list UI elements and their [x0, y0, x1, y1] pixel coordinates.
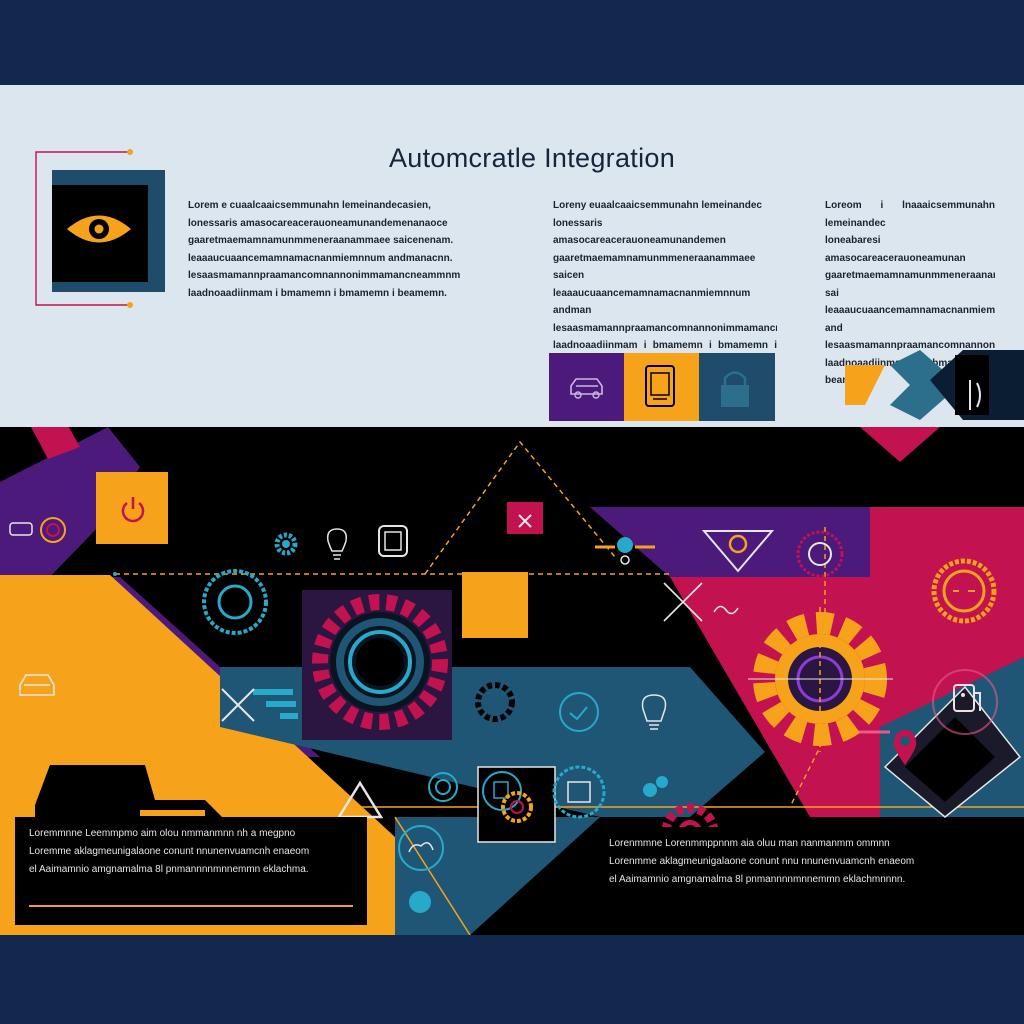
page-title: Automcratle Integration: [388, 143, 676, 173]
gear-icon: [475, 682, 515, 722]
graphic-panel: Loremmnne Leemmpmo aim olou nmmanmnn nh …: [0, 427, 1024, 935]
target-icon: [202, 569, 268, 635]
toggle-icon: [9, 522, 33, 536]
lock-icon: [721, 371, 749, 407]
toggle-icon: [643, 776, 668, 797]
infographic-panel: Automcratle Integration Lorem e cuaalcaa…: [0, 85, 1024, 935]
header-panel: Automcratle Integration Lorem e cuaalcaa…: [0, 85, 1024, 427]
gear-icon: [552, 765, 606, 819]
speaker-icon: [969, 380, 981, 410]
text-column-2: Loreny euaalcaaicsemmunahn lemeinandec l…: [553, 200, 777, 369]
car-icon: [19, 674, 55, 696]
power-icon: [121, 497, 145, 523]
document-icon: [378, 525, 408, 557]
bottom-right-text: Lorenmmne Lorenmmppnnm aia oluu man nanm…: [595, 827, 1015, 925]
lightbulb-icon: [641, 694, 667, 730]
close-icon: [518, 514, 532, 528]
chevron-shapes: [845, 350, 1024, 420]
close-icon: [221, 688, 255, 722]
gear-icon: [302, 590, 452, 740]
location-pin-icon: [409, 891, 431, 913]
gear-icon: [748, 607, 893, 752]
text-column-1: Lorem e cuaalcaaicsemmunahn lemeinandeca…: [188, 200, 461, 299]
document-icon: [482, 771, 522, 811]
gear-icon: [931, 558, 997, 624]
eye-icon: [67, 215, 131, 243]
wiring-icon: [595, 537, 655, 565]
target-icon: [428, 772, 458, 802]
target-icon: [40, 517, 66, 543]
car-icon: [570, 378, 603, 399]
bottom-left-text: Loremmnne Leemmpmo aim olou nmmanmnn nh …: [15, 817, 367, 925]
location-pin-icon: [893, 730, 917, 765]
lightbulb-icon: [326, 528, 348, 560]
warning-icon: [701, 530, 775, 573]
divider: [29, 905, 353, 907]
cloud-icon: [398, 825, 444, 871]
cloud-icon: [713, 605, 739, 615]
target-icon: [796, 530, 844, 578]
document-icon: [645, 365, 675, 407]
gear-icon: [274, 532, 298, 556]
door-icon: [932, 669, 998, 735]
close-icon: [663, 582, 703, 622]
clock-icon: [559, 692, 599, 732]
gear-icon: [501, 791, 533, 823]
